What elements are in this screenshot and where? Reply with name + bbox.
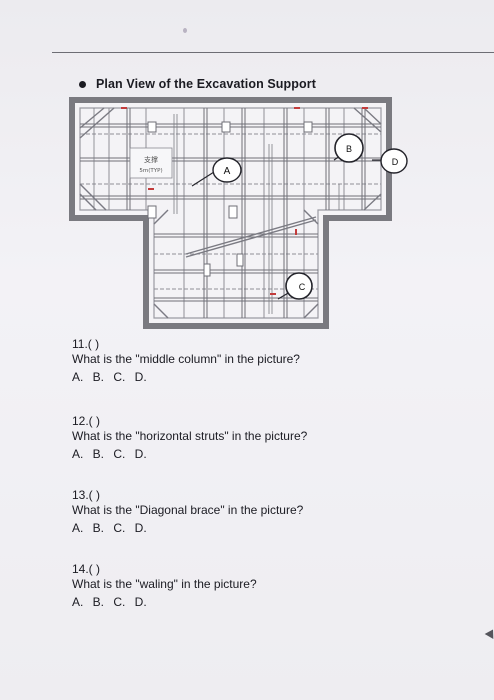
red-marks	[121, 107, 368, 295]
question-text: What is the "waling" in the picture?	[72, 577, 257, 591]
question-text: What is the "horizontal struts" in the p…	[72, 429, 308, 443]
middle-columns	[147, 121, 313, 277]
question-number[interactable]: 11.( )	[72, 337, 100, 351]
question-12: 12.( ) What is the "horizontal struts" i…	[72, 414, 307, 462]
callout-d: D	[372, 148, 408, 174]
waling-inner-outline	[79, 107, 382, 319]
answer-options[interactable]: A. B. C. D.	[72, 370, 147, 384]
question-number[interactable]: 12.( )	[72, 414, 101, 428]
label-c: C	[299, 282, 306, 292]
question-11: 11.( ) What is the "middle column" in th…	[72, 337, 300, 385]
answer-options[interactable]: A. B. C. D.	[72, 521, 147, 535]
callout-b: B	[333, 133, 364, 163]
note-line-2: 5m(TYP)	[139, 168, 162, 174]
label-d: D	[392, 157, 399, 167]
answer-options[interactable]: A. B. C. D.	[72, 595, 147, 609]
label-a: A	[224, 166, 231, 177]
answer-options[interactable]: A. B. C. D.	[72, 447, 147, 461]
question-number[interactable]: 14.( )	[72, 562, 101, 576]
label-b: B	[346, 144, 352, 154]
pen-tip-icon	[484, 627, 494, 639]
column-crosshatch	[93, 108, 340, 314]
page-speck	[183, 28, 187, 33]
callout-c: C	[277, 272, 313, 300]
question-14: 14.( ) What is the "waling" in the pictu…	[72, 562, 257, 610]
question-13: 13.( ) What is the "Diagonal brace" in t…	[72, 488, 303, 536]
note-box	[129, 147, 173, 179]
vertical-struts	[126, 108, 366, 318]
callout-a: A	[191, 157, 242, 187]
bullet-icon	[79, 81, 86, 88]
diagonal-braces	[79, 107, 382, 319]
note-line-1: 支撑	[144, 155, 158, 164]
section-heading: Plan View of the Excavation Support	[96, 77, 316, 91]
question-number[interactable]: 13.( )	[72, 488, 101, 502]
excavation-plan-diagram: 支撑 5m(TYP) A B C D	[69, 97, 408, 329]
question-text: What is the "middle column" in the pictu…	[72, 352, 300, 366]
question-text: What is the "Diagonal brace" in the pict…	[72, 503, 304, 517]
top-divider	[52, 52, 494, 53]
